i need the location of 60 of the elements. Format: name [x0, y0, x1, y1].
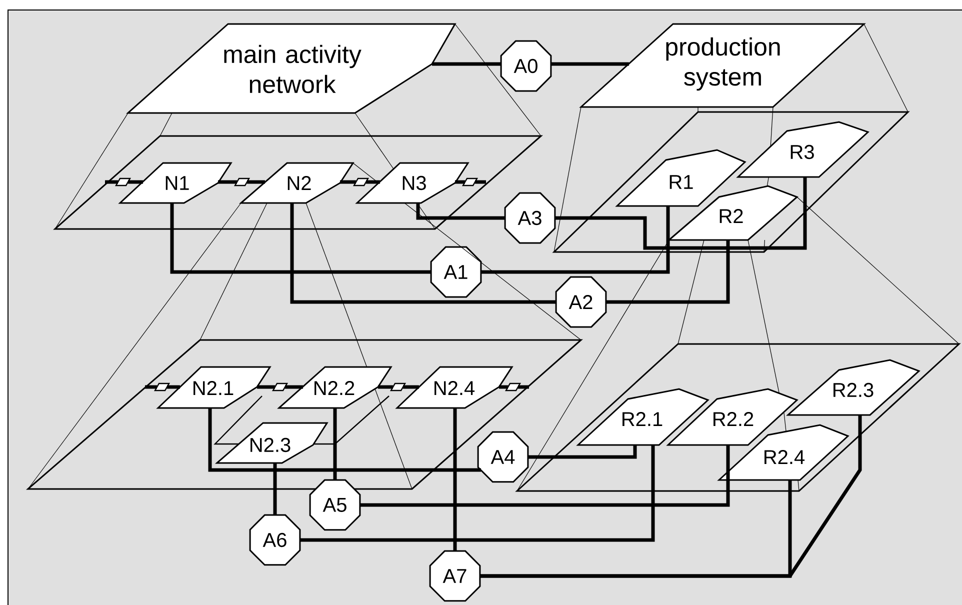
- connector-line: [551, 62, 629, 66]
- connector-line: [145, 385, 157, 389]
- projection-line: [306, 202, 368, 368]
- projection-line: [200, 202, 268, 340]
- projection-line: [554, 106, 582, 252]
- connector-line: [290, 203, 556, 304]
- projection-line: [28, 202, 242, 490]
- connector-line: [499, 385, 508, 389]
- connector-line: [300, 445, 655, 542]
- connector-line: [333, 408, 337, 480]
- projection-line: [748, 240, 780, 394]
- projection-line: [404, 202, 582, 340]
- projection-line: [352, 162, 379, 184]
- projection-line: [864, 24, 908, 112]
- octagon-box: A4: [477, 431, 529, 483]
- connector-line: [167, 385, 180, 389]
- projection-line: [454, 24, 542, 136]
- projection-line: [678, 240, 704, 344]
- connector-line: [606, 240, 730, 304]
- projection-line: [766, 176, 769, 187]
- projection-line: [160, 112, 172, 136]
- connector-line: [208, 408, 481, 472]
- projection-line: [374, 388, 412, 490]
- projection-line: [796, 196, 960, 344]
- connector-line: [518, 385, 529, 389]
- projection-line: [798, 480, 800, 492]
- projection-line: [770, 106, 774, 147]
- projection-line: [354, 112, 394, 170]
- projection-line: [764, 240, 765, 252]
- octagon-box: A1: [430, 246, 482, 298]
- connector-line: [416, 203, 505, 220]
- connector-line: [128, 180, 143, 184]
- connector-line: [432, 62, 501, 66]
- octagon-box: A2: [555, 276, 607, 328]
- projection-line: [54, 112, 128, 230]
- connector-line: [378, 385, 393, 389]
- connector-line: [453, 408, 457, 551]
- octagon-box: A0: [500, 40, 552, 92]
- projection-line: [784, 412, 786, 432]
- octagon-box: A5: [309, 479, 361, 531]
- connector-line: [475, 180, 486, 184]
- connector-line: [247, 180, 265, 184]
- connector-line: [480, 415, 862, 578]
- connector-line: [218, 180, 237, 184]
- connector-line: [340, 180, 356, 184]
- connector-line: [170, 203, 431, 274]
- octagon-box: A7: [429, 550, 481, 602]
- connector-line: [273, 463, 277, 515]
- connector-line: [403, 385, 419, 389]
- connector-line: [455, 180, 465, 184]
- octagon-box: A6: [249, 514, 301, 566]
- octagon-box: A3: [504, 192, 556, 244]
- connector-line: [105, 180, 118, 184]
- connector-line: [285, 385, 303, 389]
- connector-line: [481, 206, 670, 274]
- connector-line: [366, 180, 380, 184]
- connector-line: [528, 445, 637, 459]
- connector-line: [360, 445, 730, 507]
- connector-line: [257, 385, 275, 389]
- connector-line: [555, 177, 807, 250]
